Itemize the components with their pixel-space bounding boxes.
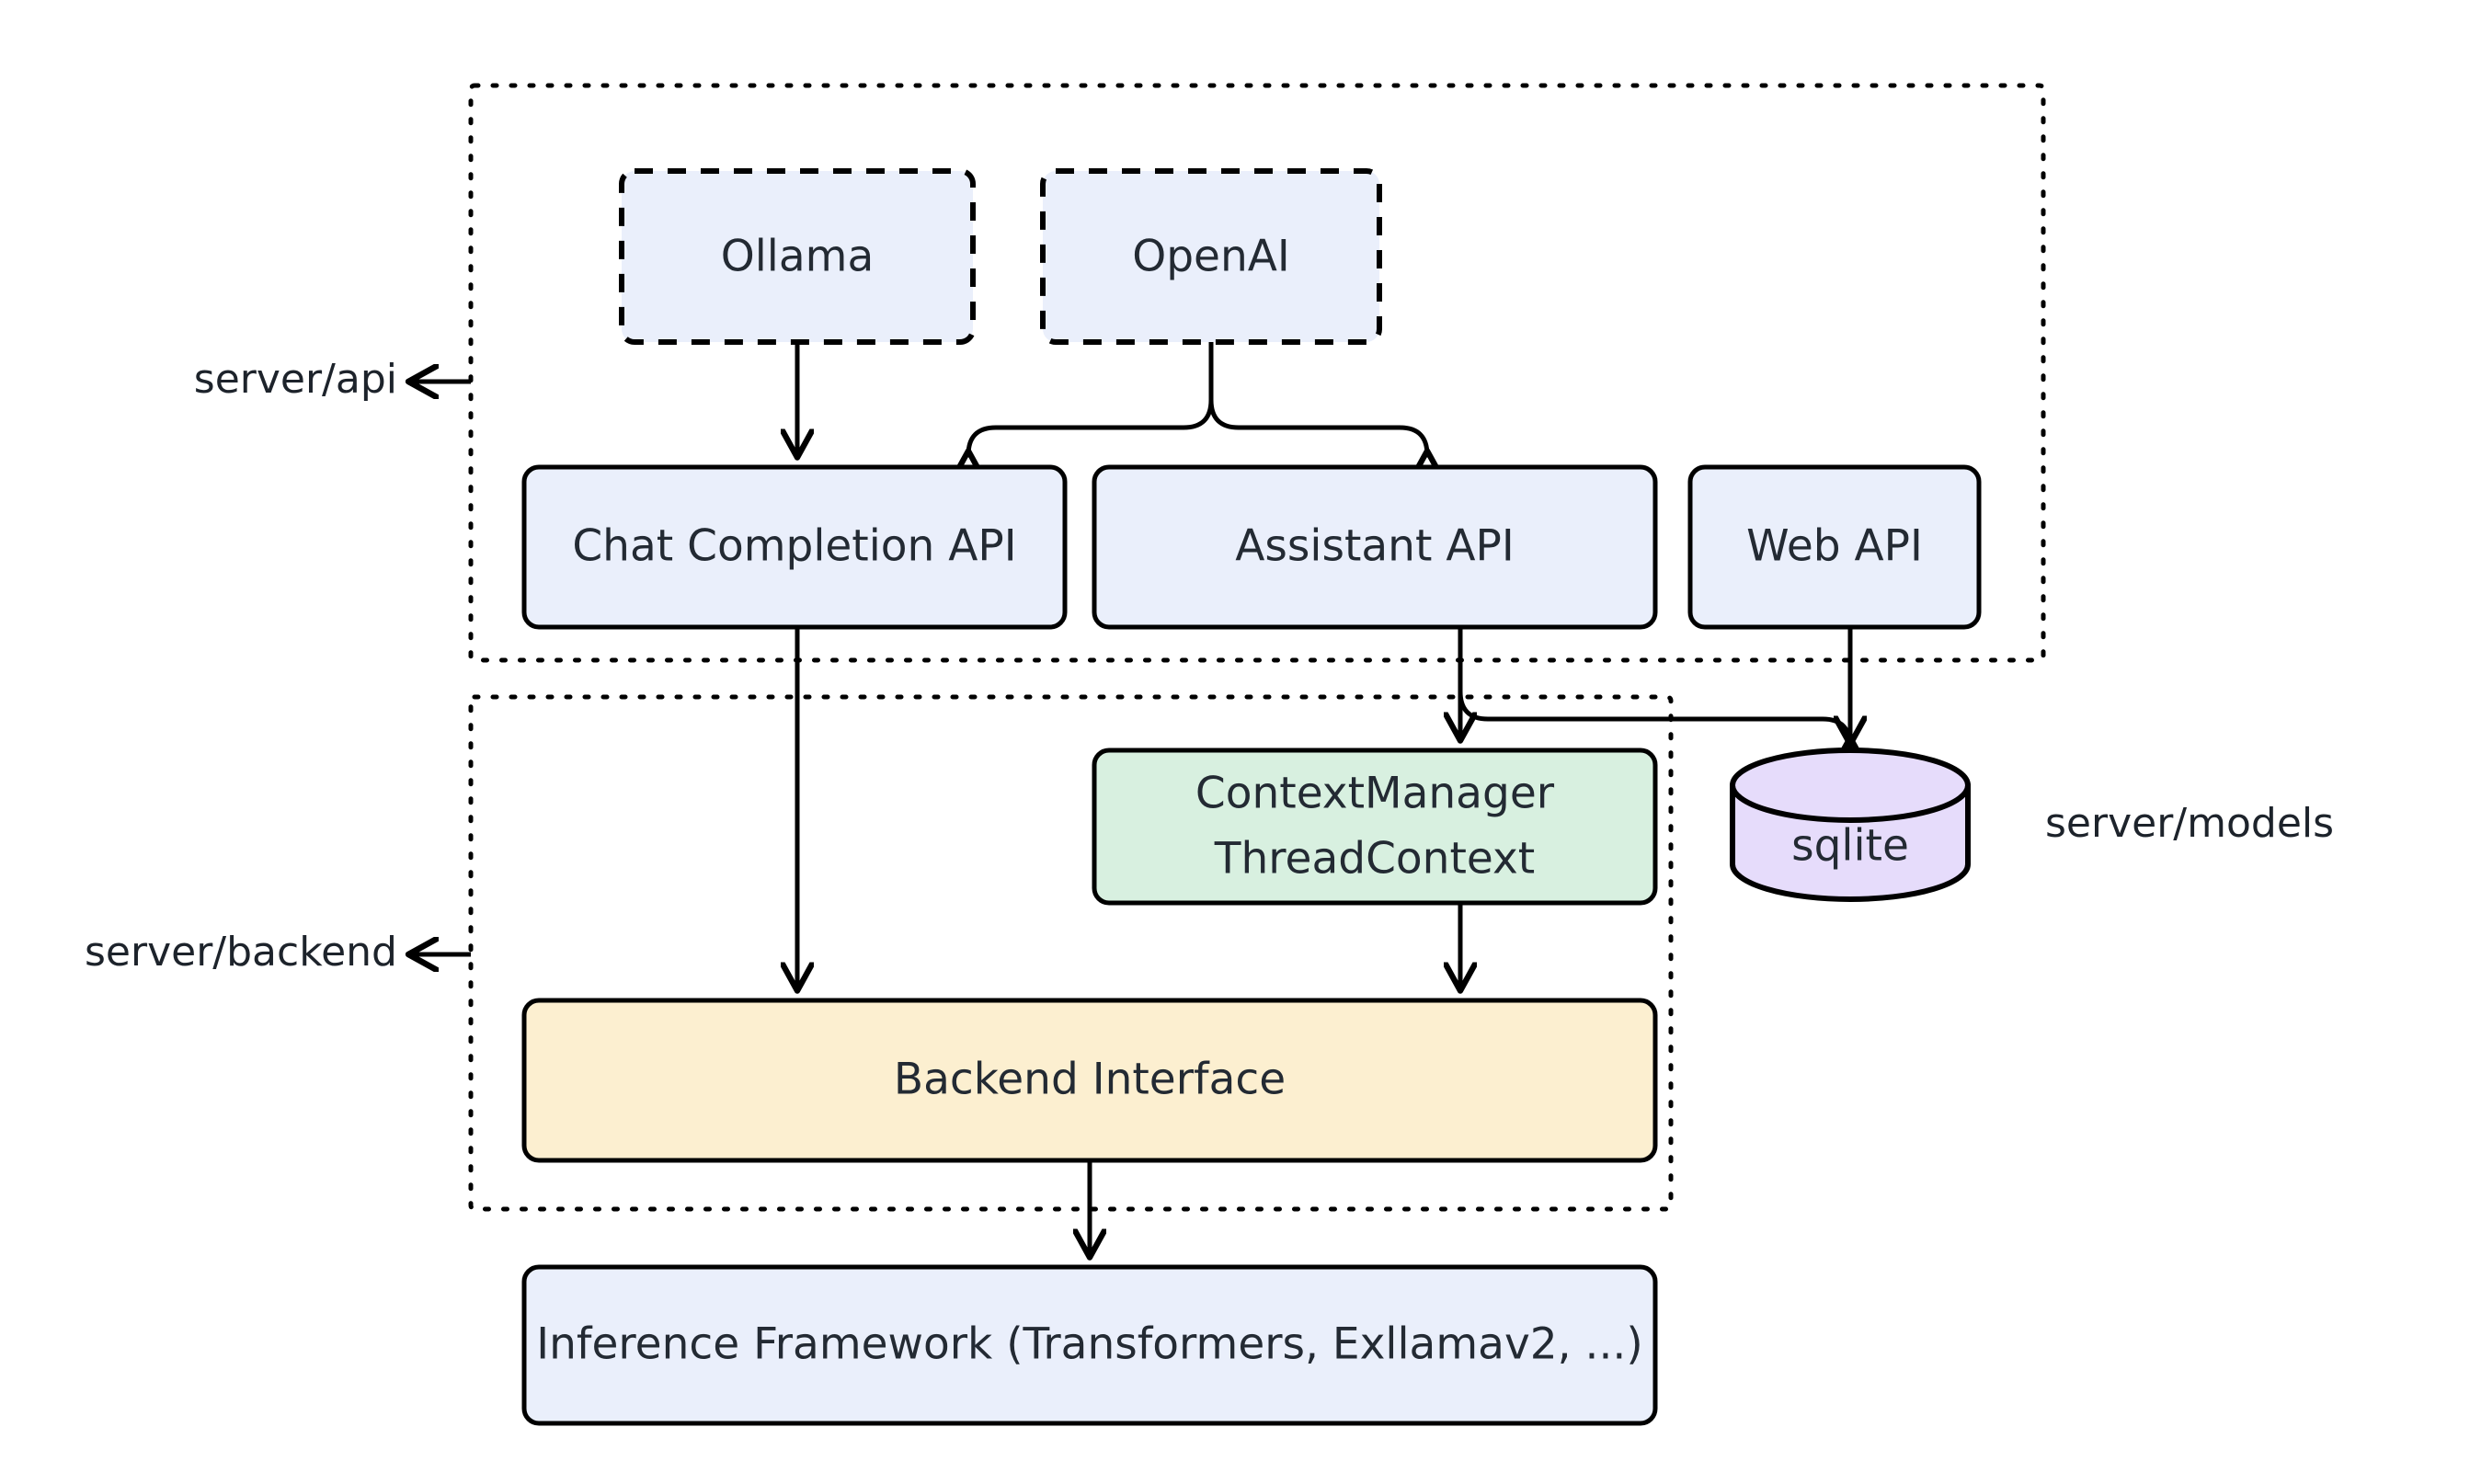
node-context-manager-label-line1: ContextManager — [1195, 769, 1555, 819]
node-ollama-box[interactable] — [619, 168, 976, 345]
node-openai[interactable]: OpenAI — [1040, 168, 1382, 345]
node-inference-framework-label: Inference Framework (Transformers, Exlla… — [536, 1319, 1642, 1370]
node-context-manager-box[interactable] — [1092, 748, 1658, 906]
node-chat-completion-api-box[interactable] — [521, 464, 1068, 630]
node-inference-framework[interactable]: Inference Framework (Transformers, Exlla… — [521, 1264, 1658, 1426]
node-web-api[interactable]: Web API — [1687, 464, 1982, 630]
node-backend-interface-box[interactable] — [521, 998, 1658, 1163]
node-sqlite[interactable]: sqlite — [1730, 748, 1971, 902]
node-ollama-label: Ollama — [721, 232, 875, 282]
node-chat-completion-api[interactable]: Chat Completion API — [521, 464, 1068, 630]
group-label-server-api: server/api — [194, 356, 471, 403]
node-sqlite-cylinder-top[interactable] — [1730, 748, 1971, 823]
group-container-server-backend — [468, 694, 1674, 1212]
group-label-server-backend-text: server/backend — [85, 929, 397, 976]
node-chat-completion-api-label: Chat Completion API — [572, 521, 1016, 572]
group-label-server-models-text: server/models — [2045, 800, 2334, 847]
node-openai-box[interactable] — [1040, 168, 1382, 345]
node-sqlite-label: sqlite — [1791, 821, 1909, 872]
edge-openai-to-chat-api — [968, 342, 1214, 455]
edge-openai-to-assistant-api — [1208, 342, 1427, 455]
node-assistant-api-box[interactable] — [1092, 464, 1658, 630]
node-backend-interface-label: Backend Interface — [894, 1055, 1286, 1105]
node-context-manager[interactable]: ContextManager ThreadContext — [1092, 748, 1658, 906]
node-context-manager-label-line2: ThreadContext — [1214, 834, 1535, 885]
node-web-api-label: Web API — [1746, 521, 1923, 572]
group-label-server-backend: server/backend — [85, 929, 471, 976]
edge-assistant-api-to-sqlite — [1458, 627, 1850, 747]
group-label-server-models: server/models — [2045, 800, 2334, 847]
node-backend-interface[interactable]: Backend Interface — [521, 998, 1658, 1163]
group-container-server-api — [468, 83, 2046, 663]
node-web-api-box[interactable] — [1687, 464, 1982, 630]
node-openai-label: OpenAI — [1132, 232, 1290, 282]
node-inference-framework-box[interactable] — [521, 1264, 1658, 1426]
group-label-server-api-text: server/api — [194, 356, 397, 403]
node-assistant-api[interactable]: Assistant API — [1092, 464, 1658, 630]
node-assistant-api-label: Assistant API — [1235, 521, 1514, 572]
node-ollama[interactable]: Ollama — [619, 168, 976, 345]
